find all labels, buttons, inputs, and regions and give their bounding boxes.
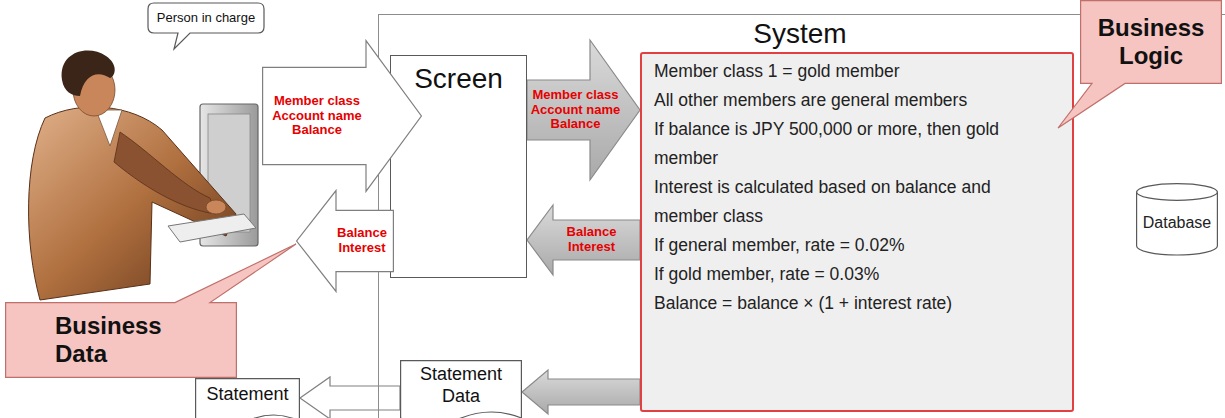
node-text: Screen [391,62,526,96]
text-block: Database [1136,213,1218,232]
node-text: Statement Data [402,364,520,407]
text-block: System [735,17,865,51]
block-arrow [527,205,640,275]
node-text: Interest is calculated based on balance … [654,173,1044,231]
text-block: Statement Data [402,364,520,407]
edge-label: Balance Interest [561,225,623,255]
text-block: Person in charge [148,10,264,26]
bubble-outline [148,3,264,49]
text-block: Business Logic [1084,14,1218,71]
node-text: Balance = balance × (1 + interest rate) [654,289,1044,318]
text-block: Member class Account name Balance [270,94,364,139]
callout-outline [6,244,296,377]
callout-box: Business Data [5,302,237,378]
node-text: Member class 1 = gold member [654,57,1044,86]
node-text: System [735,17,865,51]
input-arrow: Member class Account name Balance [262,40,422,192]
person-hair [62,51,115,96]
output-arrow: Balance Interest [296,190,394,292]
node-text: Person in charge [148,10,264,26]
node-text: Statement [197,384,298,406]
business-logic-box: Member class 1 = gold memberAll other me… [640,52,1074,412]
database-cylinder: Database [1136,183,1218,255]
cylinder-body [1137,192,1218,255]
node-text: If balance is JPY 500,000 or more, then … [654,115,1044,173]
text-block: Statement [197,384,298,406]
edge-label: Member class Account name Balance [529,88,623,133]
node-text: Business Data [55,312,195,369]
block-arrow [522,370,640,414]
person-hand [206,200,226,214]
document-shape: Statement Data [400,360,522,418]
text-block: Screen [391,62,526,96]
person-arm [114,132,216,214]
document-outline [401,361,522,418]
speech-bubble: Person in charge [148,3,264,33]
person-body [29,107,236,300]
callout-box: Business Logic [1080,0,1222,84]
node-text: If general member, rate = 0.02% [654,231,1044,260]
arrow-outline [263,41,422,192]
node-text: All other members are general members [654,86,1044,115]
cylinder-top [1137,184,1218,201]
document-shape: Statement [195,378,300,418]
document-outline [196,379,300,418]
node-text: Balance Interest [332,226,392,256]
screen-box: Screen [390,55,527,278]
arrow-outline [297,191,394,292]
node-text: Database [1136,213,1218,232]
text-block: Business Data [55,312,195,369]
node-text: Business Logic [1084,14,1218,71]
keyboard [168,214,256,242]
callout-outline [1058,1,1221,128]
text-block: Balance Interest [332,226,392,256]
block-arrow [300,377,400,418]
text-block: Member class 1 = gold memberAll other me… [654,57,1044,318]
node-text: Member class Account name Balance [270,94,364,139]
block-arrow [527,40,640,180]
node-text: If gold member, rate = 0.03% [654,260,1044,289]
